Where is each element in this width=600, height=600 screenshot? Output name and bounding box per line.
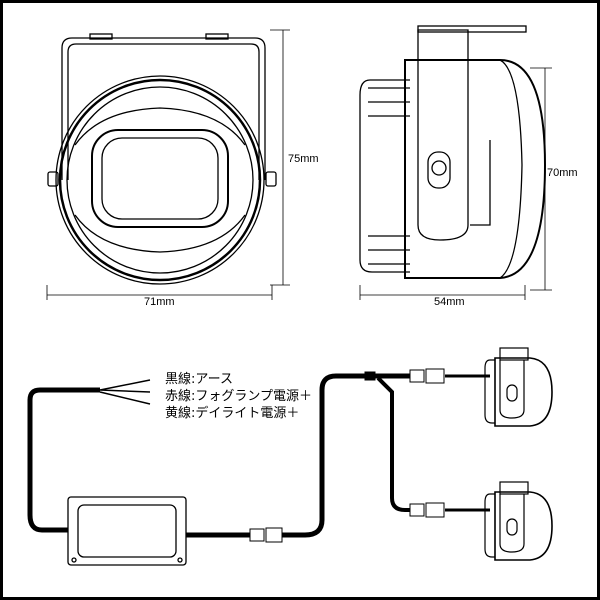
side-depth-label: 54mm <box>434 296 465 308</box>
side-view <box>359 25 547 279</box>
red-wire-label: 赤線:フォグランプ電源＋ <box>165 388 312 404</box>
controller-box <box>67 496 187 566</box>
side-height-label: 70mm <box>547 167 578 179</box>
connector <box>249 368 445 543</box>
lamp-bottom <box>484 481 553 561</box>
lamp-top <box>484 347 553 427</box>
yellow-wire-label: 黄線:デイライト電源＋ <box>165 405 299 421</box>
black-wire-label: 黒線:アース <box>165 371 233 387</box>
wiring-diagram <box>27 347 553 566</box>
front-width-label: 71mm <box>144 296 175 308</box>
front-view <box>47 33 277 285</box>
front-height-label: 75mm <box>288 153 319 165</box>
dimension-lines <box>46 29 552 300</box>
